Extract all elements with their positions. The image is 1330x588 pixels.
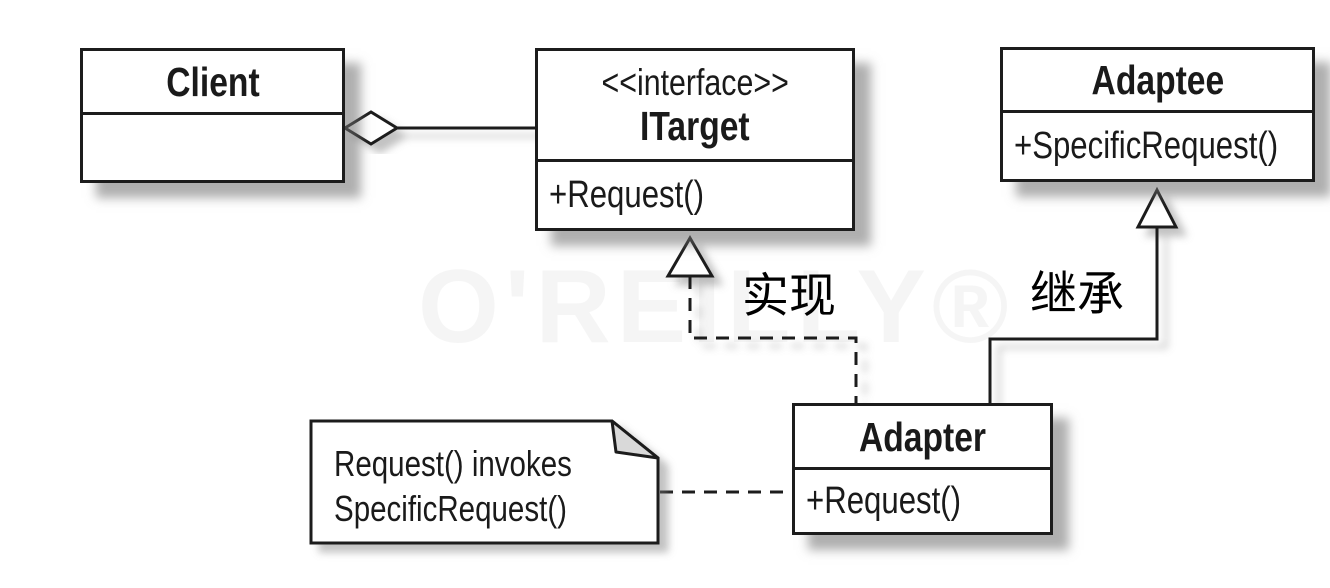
class-header-adaptee: Adaptee xyxy=(1003,50,1312,110)
method-adaptee-specificrequest: +SpecificRequest() xyxy=(1014,124,1279,167)
aggregation-diamond-icon xyxy=(342,110,400,146)
class-header-adapter: Adapter xyxy=(795,406,1050,467)
method-itarget-request: +Request() xyxy=(549,173,705,216)
class-stereotype-itarget: <<interface>> xyxy=(601,62,789,103)
class-name-itarget: ITarget xyxy=(640,103,750,149)
class-box-itarget: <<interface>> ITarget +Request() xyxy=(535,48,855,231)
realization-arrowhead-icon xyxy=(665,235,715,278)
class-box-adaptee: Adaptee +SpecificRequest() xyxy=(1000,47,1315,182)
realization-connector xyxy=(665,235,858,403)
class-body-client xyxy=(83,112,342,180)
class-name-adaptee: Adaptee xyxy=(1091,57,1224,103)
note-fold-icon xyxy=(610,419,660,460)
note-line-1: Request() invokes xyxy=(334,443,572,484)
class-header-client: Client xyxy=(83,51,342,112)
class-name-client: Client xyxy=(165,58,260,105)
class-body-adaptee: +SpecificRequest() xyxy=(1003,110,1312,179)
aggregation-connector xyxy=(342,110,535,146)
class-box-client: Client xyxy=(80,48,345,183)
inheritance-arrowhead-icon xyxy=(1135,186,1179,229)
note-text: Request() invokes SpecificRequest() xyxy=(334,441,624,531)
class-header-itarget: <<interface>> ITarget xyxy=(538,51,852,159)
note-line-2: SpecificRequest() xyxy=(334,488,567,529)
class-body-adapter: +Request() xyxy=(795,467,1050,532)
watermark-text: O'REILLY® xyxy=(418,249,1015,365)
inheritance-label: 继承 xyxy=(1030,267,1124,322)
note-shape xyxy=(309,419,660,545)
method-adapter-request: +Request() xyxy=(806,479,962,522)
class-box-adapter: Adapter +Request() xyxy=(792,403,1053,535)
inheritance-connector xyxy=(988,186,1179,403)
class-name-adapter: Adapter xyxy=(858,413,987,460)
class-body-itarget: +Request() xyxy=(538,159,852,228)
realization-label: 实现 xyxy=(742,269,836,324)
